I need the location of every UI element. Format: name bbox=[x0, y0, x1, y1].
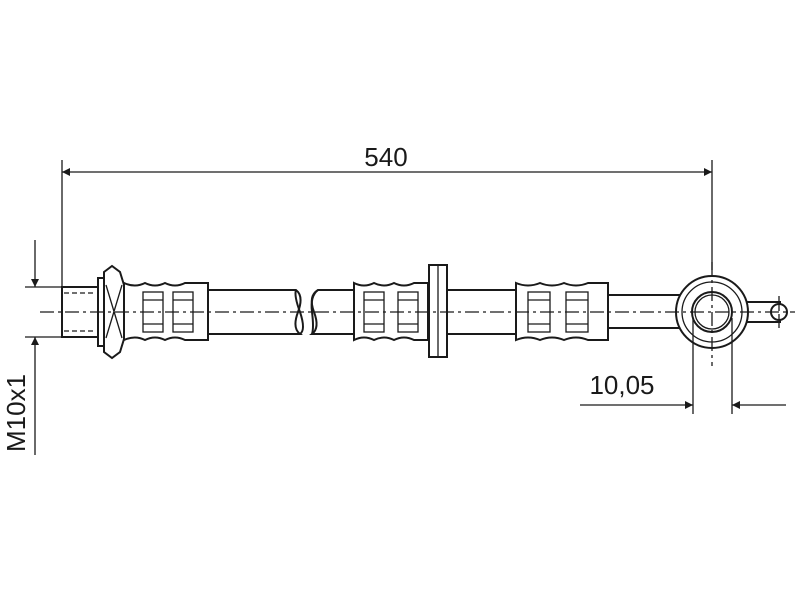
brake-hose bbox=[40, 262, 795, 366]
bore-dimension: 10,05 bbox=[580, 318, 786, 414]
length-label: 540 bbox=[364, 142, 407, 172]
length-dimension: 540 bbox=[61, 142, 713, 287]
thread-dimension: M10x1 bbox=[1, 240, 64, 455]
crimp-ferrule bbox=[515, 281, 609, 342]
thread-label: M10x1 bbox=[1, 374, 31, 452]
bore-label: 10,05 bbox=[589, 370, 654, 400]
